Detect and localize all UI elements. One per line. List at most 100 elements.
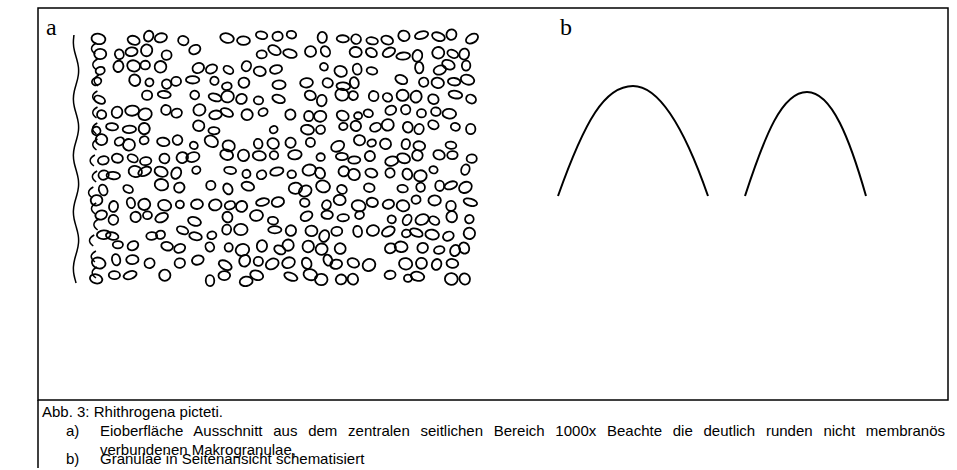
macrogranule xyxy=(203,133,220,149)
macrogranule xyxy=(171,134,184,147)
macrogranule xyxy=(225,243,233,252)
macrogranule xyxy=(269,166,284,177)
macrogranule xyxy=(349,119,362,132)
macrogranule xyxy=(336,153,348,161)
macrogranule xyxy=(257,107,269,118)
macrogranule xyxy=(186,76,200,84)
macrogranule xyxy=(331,226,343,236)
item-marker: a) xyxy=(66,421,79,440)
macrogranule xyxy=(333,242,347,256)
macrogranule xyxy=(220,90,235,104)
macrogranule xyxy=(333,64,349,78)
macrogranule xyxy=(300,256,313,270)
macrogranule xyxy=(282,239,294,251)
macrogranule xyxy=(318,229,331,243)
macrogranule xyxy=(108,200,119,213)
macrogranule xyxy=(255,30,268,40)
macrogranule xyxy=(187,215,202,227)
macrogranule xyxy=(348,156,360,164)
macrogranule xyxy=(272,80,285,89)
macrogranule xyxy=(460,73,476,86)
macrogranule xyxy=(303,89,317,102)
macrogranule xyxy=(435,181,444,192)
macrogranule xyxy=(381,46,397,60)
macrogranule xyxy=(105,231,119,241)
macrogranule xyxy=(446,258,459,268)
macrogranule xyxy=(446,48,459,59)
macrogranule xyxy=(448,90,463,100)
macrogranule xyxy=(384,104,398,116)
macrogranule xyxy=(382,199,395,210)
macrogranule xyxy=(336,183,349,195)
macrogranule xyxy=(381,92,393,104)
macrogranule xyxy=(142,29,155,43)
macrogranule xyxy=(237,149,249,161)
macrogranule xyxy=(444,273,458,286)
macrogranule xyxy=(129,211,142,224)
edge-hook xyxy=(93,91,98,102)
macrogranule xyxy=(219,148,235,162)
macrogranule xyxy=(397,184,408,193)
macrogranule xyxy=(465,93,478,105)
macrogranule xyxy=(123,269,138,280)
macrogranule xyxy=(234,224,248,236)
macrogranule xyxy=(430,258,443,272)
macrogranule xyxy=(363,149,377,163)
macrogranule xyxy=(297,183,313,198)
macrogranule xyxy=(364,46,378,59)
macrogranule xyxy=(450,122,461,132)
macrogranule xyxy=(106,171,120,179)
macrogranule xyxy=(415,182,425,193)
macrogranule xyxy=(111,253,121,266)
macrogranule xyxy=(185,151,201,164)
macrogranule xyxy=(90,194,103,206)
macrogranule xyxy=(467,154,477,163)
macrogranule xyxy=(209,75,220,86)
macrogranule xyxy=(157,199,173,213)
macrogranule xyxy=(94,49,106,60)
macrogranule xyxy=(126,34,140,46)
macrogranule xyxy=(441,58,456,71)
macrogranule xyxy=(457,180,474,195)
macrogranule xyxy=(288,149,302,160)
edge-hook xyxy=(93,107,98,118)
macrogranule xyxy=(221,182,234,196)
macrogranule xyxy=(138,122,151,135)
macrogranule xyxy=(321,77,334,89)
macrogranule xyxy=(366,224,380,237)
membrane-edge xyxy=(73,35,99,283)
macrogranule xyxy=(396,152,411,165)
macrogranule xyxy=(418,76,430,88)
macrogranule xyxy=(269,150,280,161)
macrogranule xyxy=(219,32,235,45)
macrogranule xyxy=(159,270,170,281)
macrogranule xyxy=(464,214,475,225)
macrogranule xyxy=(191,254,205,266)
macrogranule xyxy=(300,77,314,88)
macrogranule xyxy=(411,149,424,162)
macrogranule xyxy=(142,90,153,100)
macrogranule xyxy=(253,66,267,78)
macrogranule xyxy=(162,50,172,60)
macrogranule xyxy=(354,112,362,119)
macrogranule xyxy=(396,52,410,60)
macrogranule xyxy=(411,49,423,63)
macrogranule xyxy=(428,215,441,227)
macrogranule xyxy=(319,62,330,72)
macrogranule xyxy=(255,197,269,207)
macrogranule xyxy=(154,32,168,43)
macrogranule xyxy=(91,33,107,46)
macrogranule xyxy=(221,224,232,236)
macrogranule xyxy=(442,108,456,119)
macrogranule xyxy=(446,210,458,223)
macrogranule xyxy=(415,257,427,269)
macrogranule xyxy=(109,271,120,279)
macrogranule xyxy=(368,91,379,102)
macrogranule xyxy=(188,231,202,241)
macrogranule xyxy=(320,199,332,212)
macrogranule xyxy=(125,47,138,57)
macrogranule xyxy=(191,199,203,209)
macrogranule xyxy=(366,197,378,208)
macrogranule xyxy=(266,136,281,151)
macrogranule xyxy=(127,73,142,88)
